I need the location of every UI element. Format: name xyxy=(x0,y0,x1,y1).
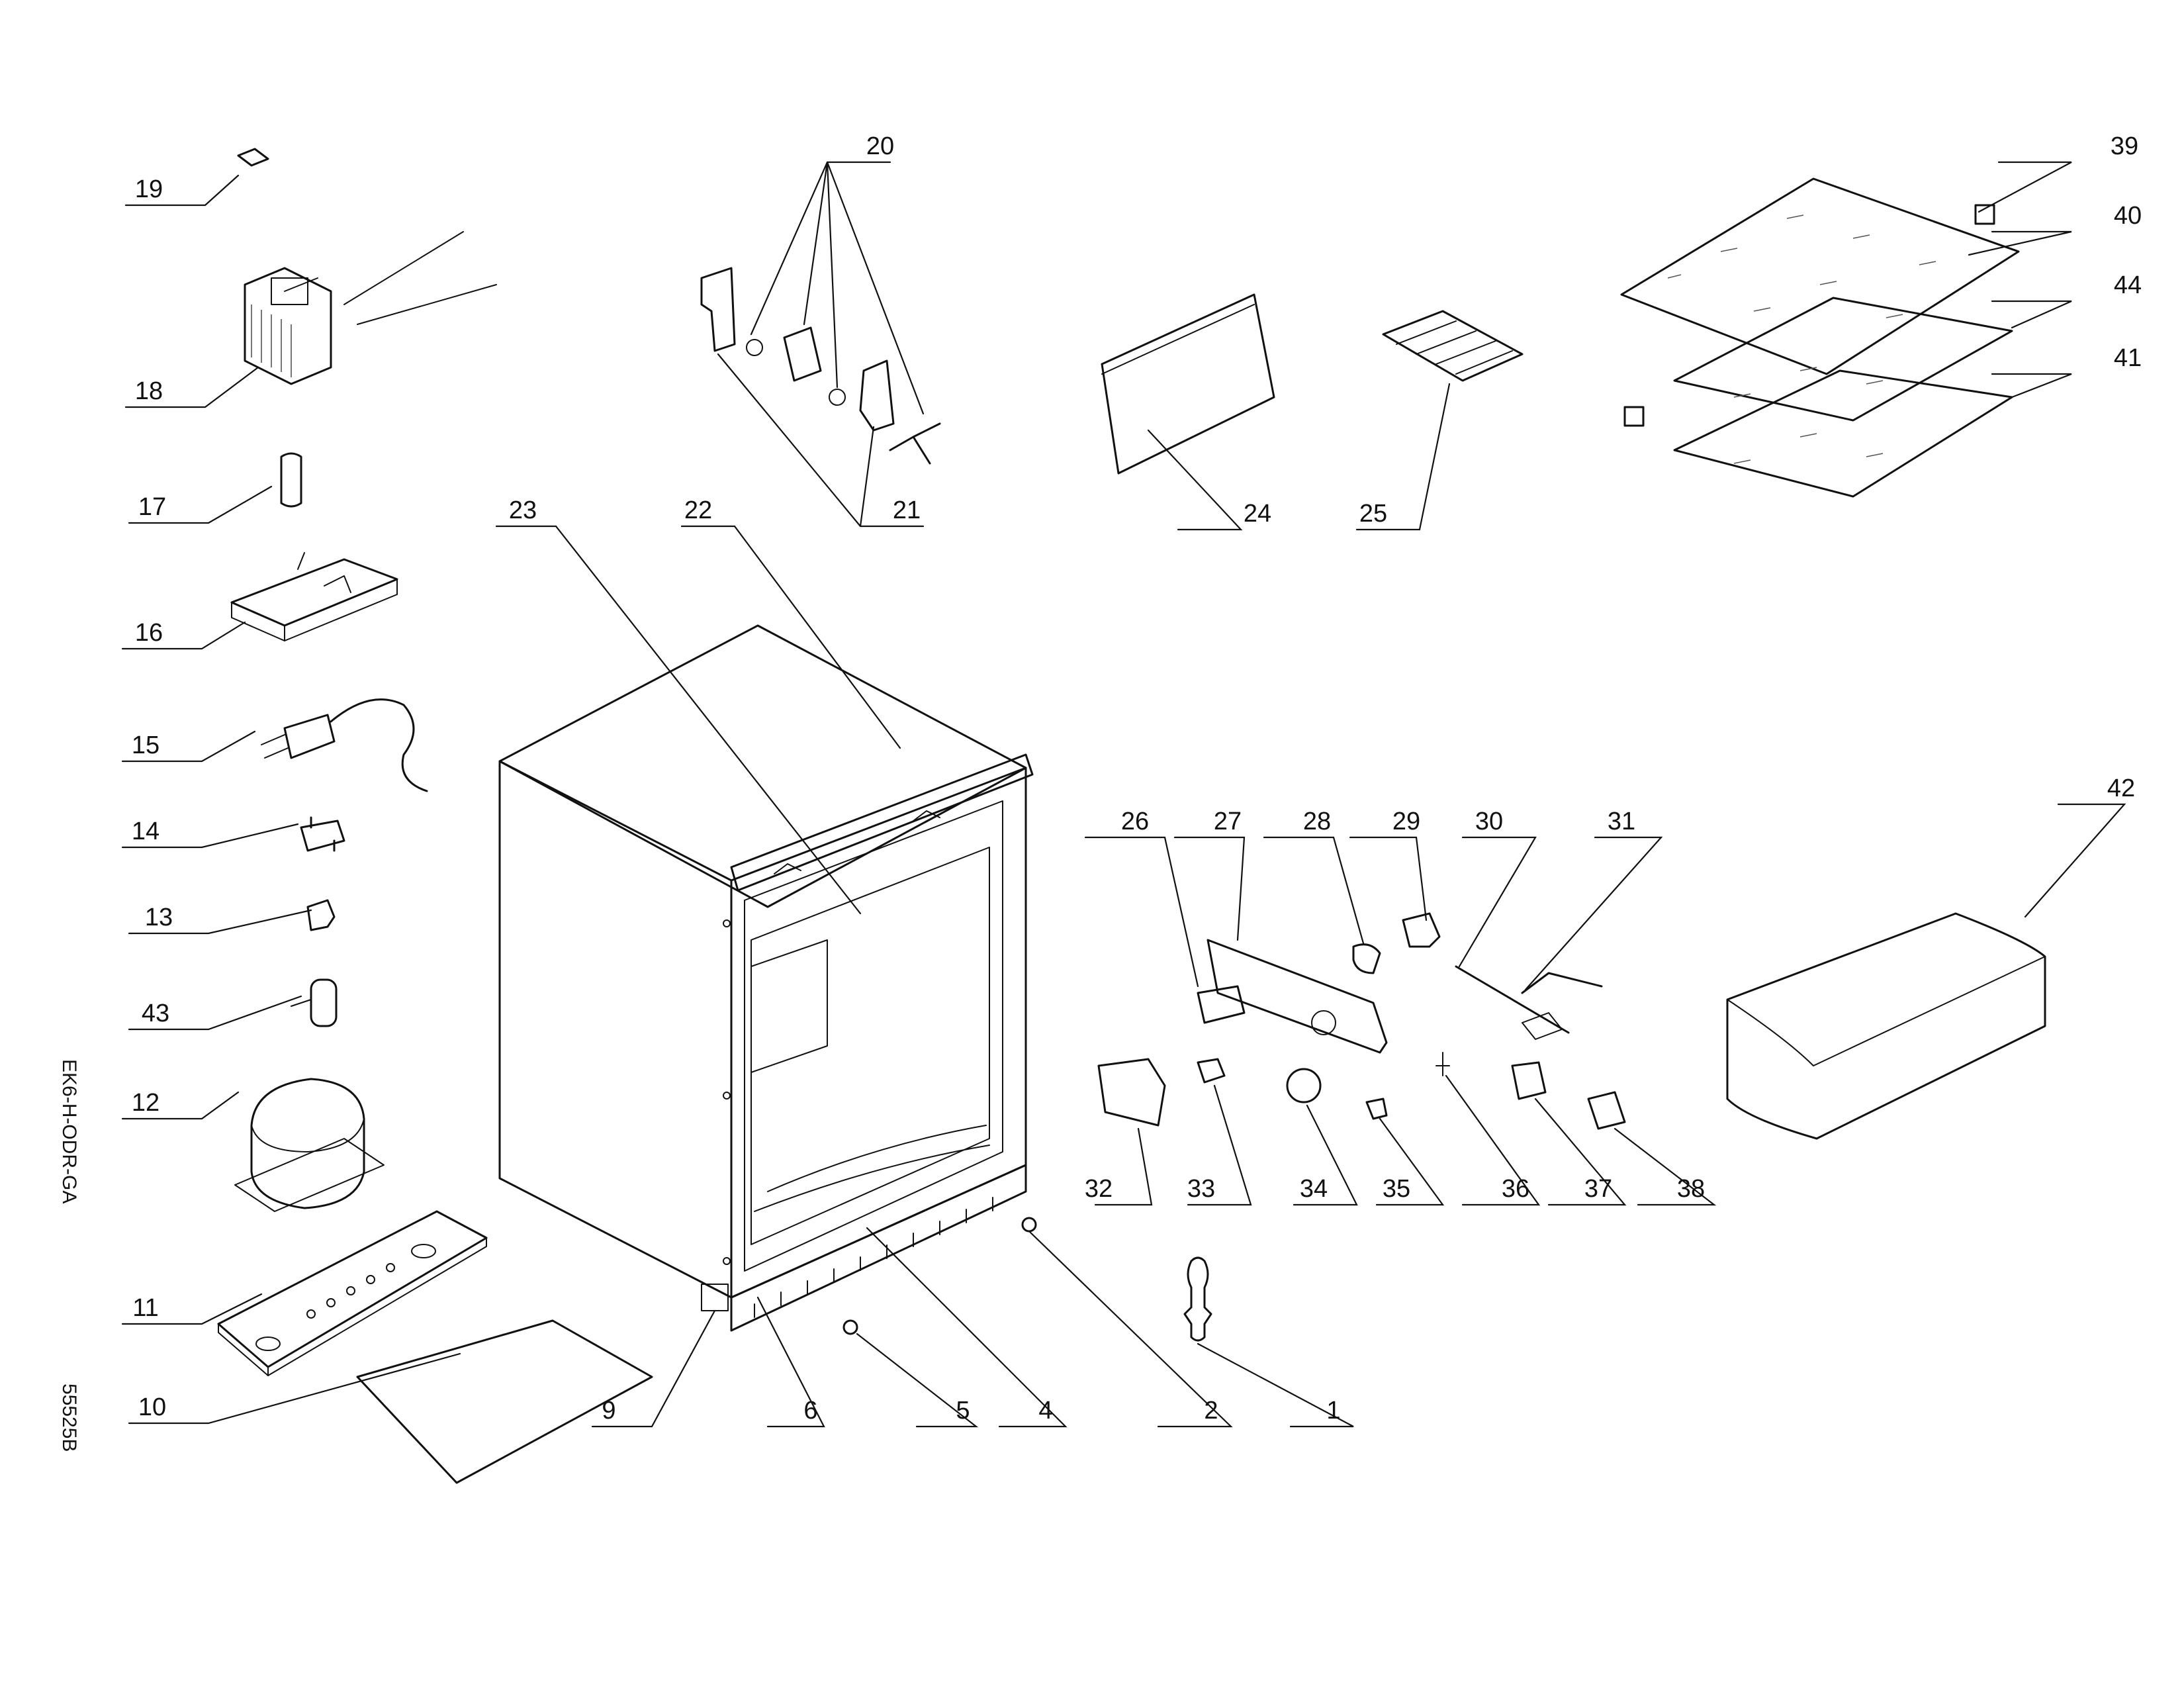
part-20-21-drawing xyxy=(700,267,941,465)
callout-15: 15 xyxy=(132,731,159,759)
callout-29: 29 xyxy=(1392,808,1420,835)
drawing-number-label: 55525B xyxy=(58,1383,80,1452)
callout-33: 33 xyxy=(1187,1175,1215,1203)
callout-25: 25 xyxy=(1359,500,1387,528)
part-18-drawing xyxy=(244,231,497,385)
part-1-drawing xyxy=(1183,1256,1212,1342)
callout-42: 42 xyxy=(2107,774,2135,802)
callout-6: 6 xyxy=(803,1397,817,1425)
callout-35: 35 xyxy=(1383,1175,1410,1203)
callout-11: 11 xyxy=(132,1294,158,1322)
callout-38: 38 xyxy=(1677,1175,1705,1203)
callout-2: 2 xyxy=(1204,1397,1218,1425)
callout-16: 16 xyxy=(135,619,163,647)
part-19-drawing xyxy=(237,148,269,167)
callout-numbers: 1 2 4 5 6 9 10 11 12 13 14 15 16 17 18 1… xyxy=(132,132,2142,1425)
callout-20: 20 xyxy=(866,132,894,160)
callout-17: 17 xyxy=(138,493,166,521)
callout-37: 37 xyxy=(1584,1175,1612,1203)
callout-39: 39 xyxy=(2111,132,2138,160)
callout-34: 34 xyxy=(1300,1175,1328,1203)
callout-31: 31 xyxy=(1608,808,1635,835)
part-15-drawing xyxy=(261,698,428,792)
part-12-drawing xyxy=(234,1078,385,1212)
callout-40: 40 xyxy=(2114,202,2142,230)
cabinet-body xyxy=(498,624,1034,1332)
part-13-drawing xyxy=(306,899,336,931)
part-2-drawing xyxy=(1021,1217,1037,1233)
callout-43: 43 xyxy=(142,1000,169,1027)
callout-5: 5 xyxy=(956,1397,970,1425)
model-code-label: EK6-H-ODR-GA xyxy=(58,1059,80,1203)
part-16-drawing xyxy=(230,552,398,641)
callout-21: 21 xyxy=(893,496,921,524)
callout-19: 19 xyxy=(135,175,163,203)
callout-44: 44 xyxy=(2114,271,2142,299)
callout-23: 23 xyxy=(509,496,537,524)
callout-14: 14 xyxy=(132,818,159,845)
part-26-38-drawing xyxy=(1097,912,1626,1130)
part-43-drawing xyxy=(291,978,338,1027)
callout-10: 10 xyxy=(138,1393,166,1421)
callout-26: 26 xyxy=(1121,808,1149,835)
callout-22: 22 xyxy=(684,496,712,524)
part-14-drawing xyxy=(300,816,345,852)
callout-1: 1 xyxy=(1326,1397,1340,1425)
callout-36: 36 xyxy=(1502,1175,1529,1203)
part-24-drawing xyxy=(1101,293,1275,475)
callout-12: 12 xyxy=(132,1089,159,1117)
part-5-drawing xyxy=(842,1319,858,1335)
callout-28: 28 xyxy=(1303,808,1331,835)
part-17-drawing xyxy=(280,452,302,508)
callout-41: 41 xyxy=(2114,344,2142,372)
part-11-drawing xyxy=(217,1210,488,1376)
callout-27: 27 xyxy=(1214,808,1242,835)
part-40-44-41-drawing xyxy=(1620,177,2020,498)
callout-32: 32 xyxy=(1085,1175,1113,1203)
callout-4: 4 xyxy=(1038,1397,1052,1425)
callout-9: 9 xyxy=(602,1397,615,1425)
part-42-drawing xyxy=(1726,912,2046,1140)
part-10-drawing xyxy=(356,1319,653,1484)
callout-30: 30 xyxy=(1475,808,1503,835)
part-25-drawing xyxy=(1382,310,1524,382)
callout-18: 18 xyxy=(135,377,163,405)
callout-24: 24 xyxy=(1244,500,1271,528)
leader-lines xyxy=(121,161,2126,1428)
callout-13: 13 xyxy=(145,904,173,931)
